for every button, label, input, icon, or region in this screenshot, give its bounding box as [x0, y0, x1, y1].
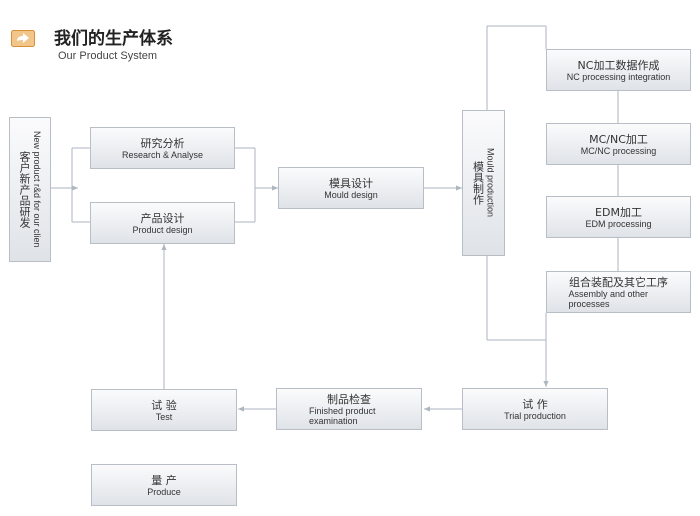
node-edm: EDM加工 EDM processing — [546, 196, 691, 238]
node-nc-processing-en: NC processing integration — [566, 71, 671, 82]
page-title: 我们的生产体系 — [54, 29, 173, 49]
node-mould-design-en: Mould design — [324, 189, 378, 200]
node-finished-exam-en: Finished product examination — [309, 405, 376, 426]
header-icon — [11, 30, 35, 47]
node-mould-design-cn: 模具设计 — [329, 176, 373, 190]
node-produce-en: Produce — [147, 486, 181, 497]
node-trial-cn: 试 作 — [522, 397, 548, 411]
node-edm-cn: EDM加工 — [595, 205, 642, 219]
node-mould-production-cn: 模具制作 — [471, 161, 485, 205]
node-assembly-cn: 组合装配及其它工序 — [569, 275, 668, 289]
node-product-design-en: Product design — [132, 224, 193, 235]
node-product-design-cn: 产品设计 — [140, 211, 185, 225]
node-test-en: Test — [155, 411, 173, 422]
node-mould-production-en: Mould production — [485, 148, 496, 218]
node-mould-design: 模具设计 Mould design — [278, 167, 424, 209]
node-product-design: 产品设计 Product design — [90, 202, 235, 244]
node-mc-nc-cn: MC/NC加工 — [589, 132, 648, 146]
node-edm-en: EDM processing — [585, 218, 652, 229]
node-mc-nc-en: MC/NC processing — [580, 145, 657, 156]
node-test-cn: 试 验 — [151, 398, 177, 412]
node-new-product: 客户新产品研发 New product r&d for our clien — [9, 117, 51, 262]
page-subtitle: Our Product System — [58, 50, 158, 62]
node-new-product-en: New product r&d for our clien — [32, 131, 42, 248]
node-assembly-en: Assembly and other processes — [568, 288, 649, 309]
node-finished-exam-cn: 制品检查 — [327, 392, 371, 406]
node-nc-processing-cn: NC加工数据作成 — [577, 58, 660, 72]
node-trial: 试 作 Trial production — [462, 388, 608, 430]
node-finished-exam: 制品检查 Finished product examination — [276, 388, 422, 430]
node-research-en: Research & Analyse — [121, 149, 204, 160]
node-assembly: 组合装配及其它工序 Assembly and other processes — [546, 271, 691, 313]
node-research-cn: 研究分析 — [140, 136, 185, 150]
node-nc-processing: NC加工数据作成 NC processing integration — [546, 49, 691, 91]
arrow-badge-icon — [11, 30, 35, 47]
node-new-product-cn: 客户新产品研发 — [18, 151, 31, 228]
node-test: 试 验 Test — [91, 389, 237, 431]
node-research: 研究分析 Research & Analyse — [90, 127, 235, 169]
node-mc-nc: MC/NC加工 MC/NC processing — [546, 123, 691, 165]
node-produce-cn: 量 产 — [151, 473, 177, 487]
node-mould-production: 模具制作 Mould production — [462, 110, 505, 256]
node-trial-en: Trial production — [504, 410, 566, 421]
node-produce: 量 产 Produce — [91, 464, 237, 506]
